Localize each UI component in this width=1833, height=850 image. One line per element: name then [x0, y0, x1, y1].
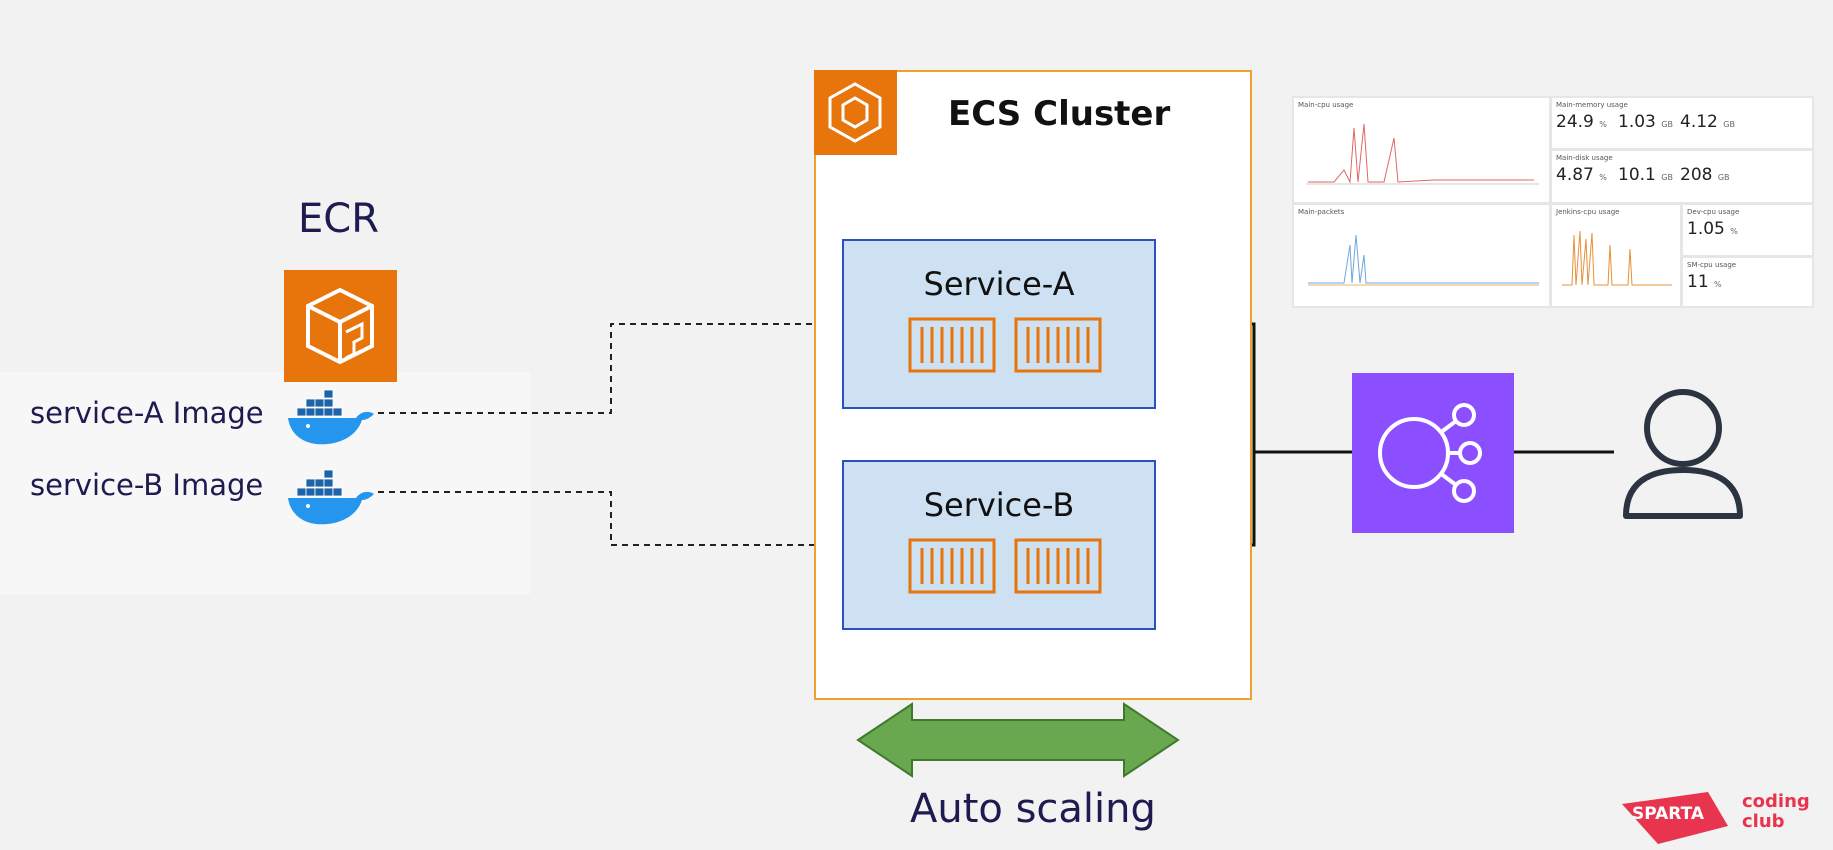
main-cpu-sparkline [1306, 123, 1539, 185]
panel-title: Dev-cpu usage [1687, 208, 1740, 216]
docker-icon [286, 388, 380, 452]
docker-icon [286, 468, 380, 532]
service-b-image-label: service-B Image [30, 468, 264, 502]
main-packets-sparkline [1308, 234, 1539, 286]
service-a-image-label: service-A Image [30, 396, 264, 430]
service-b-title: Service-B [923, 486, 1075, 524]
brand-badge: SPARTA [1632, 804, 1705, 824]
brand-line2: club [1742, 811, 1785, 832]
dashboard-panel-main-packets: Main-packets [1294, 205, 1549, 306]
stat-value: 1.05 % [1687, 219, 1738, 239]
container-icon [908, 538, 996, 598]
panel-title: SM-cpu usage [1687, 261, 1737, 269]
stat-value: 24.9 % [1556, 112, 1607, 132]
stat-value: 1.03 GB [1618, 112, 1673, 132]
container-icon [908, 317, 996, 377]
dashboard-panel-sm-cpu: SM-cpu usage 11 % [1683, 258, 1812, 306]
image-band [0, 372, 530, 594]
stat-value: 208 GB [1680, 165, 1730, 185]
service-a-box: Service-A [842, 239, 1156, 409]
sparta-coding-club-logo: SPARTA coding club [1618, 790, 1818, 850]
panel-title: Main-packets [1298, 208, 1345, 216]
stat-value: 11 % [1687, 272, 1722, 292]
monitoring-dashboard: Main-cpu usage Main-memory usage 24.9 % … [1292, 96, 1814, 308]
jenkins-cpu-sparkline [1562, 230, 1672, 286]
autoscaling-arrow-icon [856, 702, 1180, 782]
dashboard-panel-main-memory: Main-memory usage 24.9 % 1.03 GB 4.12 GB [1552, 98, 1812, 148]
cluster-title: ECS Cluster [948, 94, 1171, 134]
autoscaling-label: Auto scaling [910, 786, 1156, 832]
ecr-label: ECR [298, 196, 379, 242]
stat-value: 10.1 GB [1618, 165, 1673, 185]
panel-title: Main-cpu usage [1298, 101, 1354, 109]
container-icon [1014, 317, 1102, 377]
panel-title: Main-memory usage [1556, 101, 1628, 109]
stat-value: 4.87 % [1556, 165, 1607, 185]
ecs-icon [814, 70, 897, 155]
panel-title: Main-disk usage [1556, 154, 1613, 162]
dashboard-panel-dev-cpu: Dev-cpu usage 1.05 % [1683, 205, 1812, 255]
service-b-box: Service-B [842, 460, 1156, 630]
load-balancer-icon [1352, 373, 1514, 533]
dashboard-panel-main-cpu: Main-cpu usage [1294, 98, 1549, 202]
brand-line1: coding [1742, 791, 1810, 812]
ecr-icon [284, 270, 397, 382]
panel-title: Jenkins-cpu usage [1556, 208, 1620, 216]
dashboard-panel-jenkins-cpu: Jenkins-cpu usage [1552, 205, 1680, 306]
service-a-title: Service-A [923, 265, 1075, 303]
image-b-arrow [378, 491, 844, 557]
image-a-arrow [378, 312, 844, 414]
container-icon [1014, 538, 1102, 598]
user-icon [1620, 386, 1746, 524]
dashboard-panel-main-disk: Main-disk usage 4.87 % 10.1 GB 208 GB [1552, 151, 1812, 202]
stat-value: 4.12 GB [1680, 112, 1735, 132]
